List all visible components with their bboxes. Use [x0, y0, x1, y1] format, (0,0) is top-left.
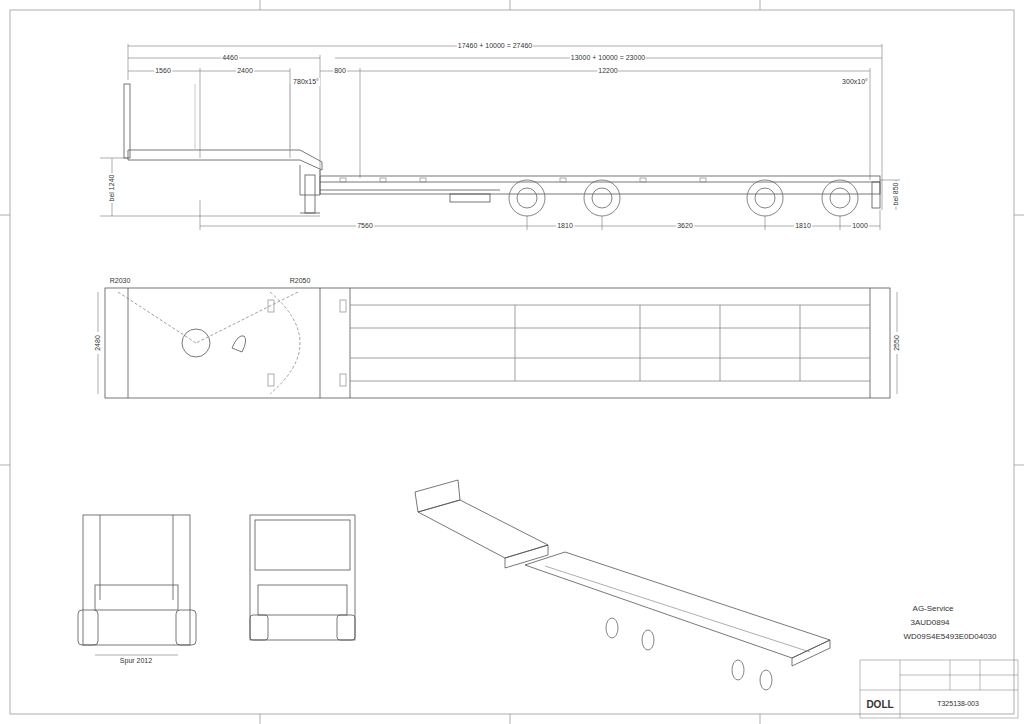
dimension: 1000 [851, 222, 869, 230]
title-block [860, 660, 1018, 718]
front-view [78, 515, 196, 655]
sheet-frame [10, 10, 1014, 714]
swing-radius: R2030 [109, 277, 132, 285]
order-number: 3AUD0894 [909, 619, 950, 628]
dimension: 2400 [236, 67, 254, 75]
maker-name: DOLL [865, 699, 894, 710]
side-view [124, 84, 880, 216]
gooseneck-length: 4460 [221, 54, 239, 62]
axle-spacing: 1810 [556, 222, 574, 230]
swing-radius: R2050 [289, 277, 312, 285]
dimension: 7560 [356, 222, 374, 230]
ramp-dimension: 300x10° [841, 78, 869, 86]
deck-length: 13000 + 10000 = 23000 [570, 54, 646, 62]
width-dimension: 2550 [893, 334, 901, 352]
customer-note: AG-Service [912, 605, 955, 614]
drawing-number: T325138-003 [936, 700, 980, 708]
axle-spacing: 3620 [676, 222, 694, 230]
dimension: 800 [333, 67, 347, 75]
axle-spacing: 1810 [794, 222, 812, 230]
vin-number: WD09S4E5493E0D04030 [903, 633, 998, 642]
isometric-view [415, 480, 830, 690]
ramp-dimension: 780x15° [292, 78, 320, 86]
dimension: 12200 [597, 67, 618, 75]
overall-length: 17460 + 10000 = 27460 [457, 42, 533, 50]
rear-view [250, 515, 355, 640]
height-dimension: bel 850 [892, 182, 900, 207]
dimension-lines [100, 44, 900, 230]
height-dimension: bel 1240 [108, 174, 116, 203]
top-view [98, 288, 897, 398]
width-dimension: 2480 [94, 334, 102, 352]
dimension: 1560 [154, 67, 172, 75]
track-width: Spur 2012 [119, 657, 153, 665]
